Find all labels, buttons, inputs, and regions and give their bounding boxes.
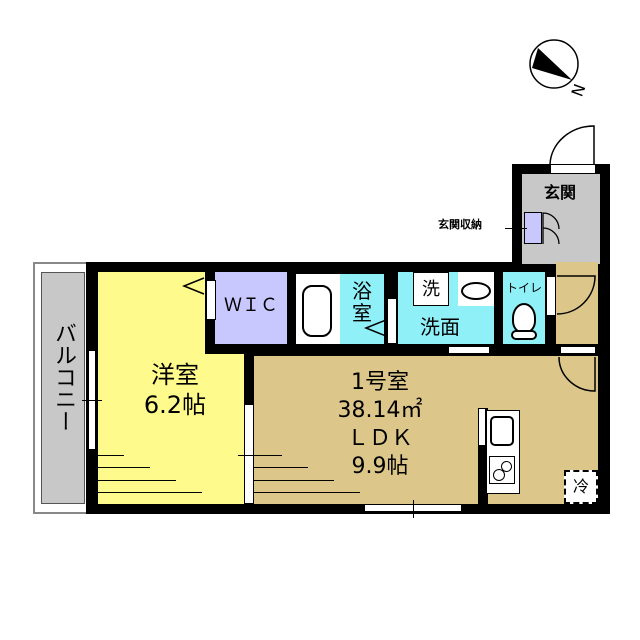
- stove-icon: [489, 456, 515, 484]
- floor-lines: [254, 480, 334, 481]
- floor-lines: [254, 467, 308, 468]
- genkan-step: [556, 262, 598, 266]
- balcony: [41, 272, 85, 504]
- bath-door[interactable]: [387, 298, 397, 344]
- entrance-door[interactable]: [550, 164, 596, 174]
- fridge-space: [564, 470, 598, 504]
- floor-lines: [98, 492, 202, 493]
- door-swing-icon: [542, 212, 560, 245]
- floor-lines: [98, 480, 176, 481]
- kitchen-sink-icon: [490, 416, 514, 446]
- room-ldk: [254, 356, 598, 504]
- toilet-door[interactable]: [546, 276, 556, 316]
- balcony-label: バルコニー: [51, 322, 76, 432]
- wic-label: ＷＩＣ: [224, 295, 278, 316]
- washroom-label: 洗面: [420, 315, 460, 339]
- toilet-tank: [511, 330, 537, 340]
- floor-lines: [254, 455, 282, 456]
- compass: N: [528, 38, 589, 99]
- kitchen-wall: [478, 408, 488, 504]
- floor-lines: [254, 492, 360, 493]
- toilet-icon: [512, 303, 536, 333]
- bath-label-1: 浴: [352, 279, 372, 303]
- room-wic: [215, 272, 287, 344]
- door-swing-icon: [556, 275, 596, 315]
- window-mark: [82, 400, 102, 401]
- north-arrow-icon: N: [529, 39, 589, 99]
- door-swing-icon: [363, 319, 387, 337]
- kitchen-wall-top: [478, 408, 486, 446]
- svg-text:N: N: [567, 81, 588, 99]
- yoshitsu-size: 6.2帖: [143, 391, 207, 419]
- genkan-storage-label: 玄関収納: [438, 218, 482, 231]
- ldk-name: ＬＤＫ: [346, 426, 413, 451]
- floor-lines: [98, 467, 150, 468]
- washroom-door[interactable]: [448, 346, 490, 354]
- window-mark: [413, 500, 414, 518]
- genkan-label: 玄関: [543, 183, 576, 202]
- partition-dashed: [249, 356, 253, 406]
- floor-lines: [98, 455, 124, 456]
- unit-name: 1号室: [351, 370, 409, 395]
- bathtub-icon: [302, 285, 332, 337]
- door-swing-icon: [181, 277, 205, 295]
- washer-space: [413, 272, 449, 306]
- door-swing-icon: [558, 356, 596, 392]
- unit-area: 38.14㎡: [337, 398, 423, 423]
- hallway: [556, 264, 598, 344]
- bath-label-2: 室: [352, 301, 372, 325]
- wic-door[interactable]: [206, 280, 216, 320]
- toilet-label: トイレ: [505, 281, 542, 295]
- fridge-label: 冷: [572, 477, 589, 496]
- washer-label: 洗: [422, 279, 440, 300]
- room-yoshitsu-lower: [98, 354, 244, 504]
- ldk-size: 9.9帖: [351, 454, 409, 479]
- window-mark: [238, 455, 258, 456]
- yoshitsu-name: 洋室: [151, 361, 199, 389]
- door-swing-icon: [549, 125, 595, 165]
- hallway-door[interactable]: [560, 346, 596, 354]
- sink-icon: [461, 282, 491, 300]
- partition-sliding-door[interactable]: [244, 404, 254, 504]
- leader-line: [505, 228, 527, 229]
